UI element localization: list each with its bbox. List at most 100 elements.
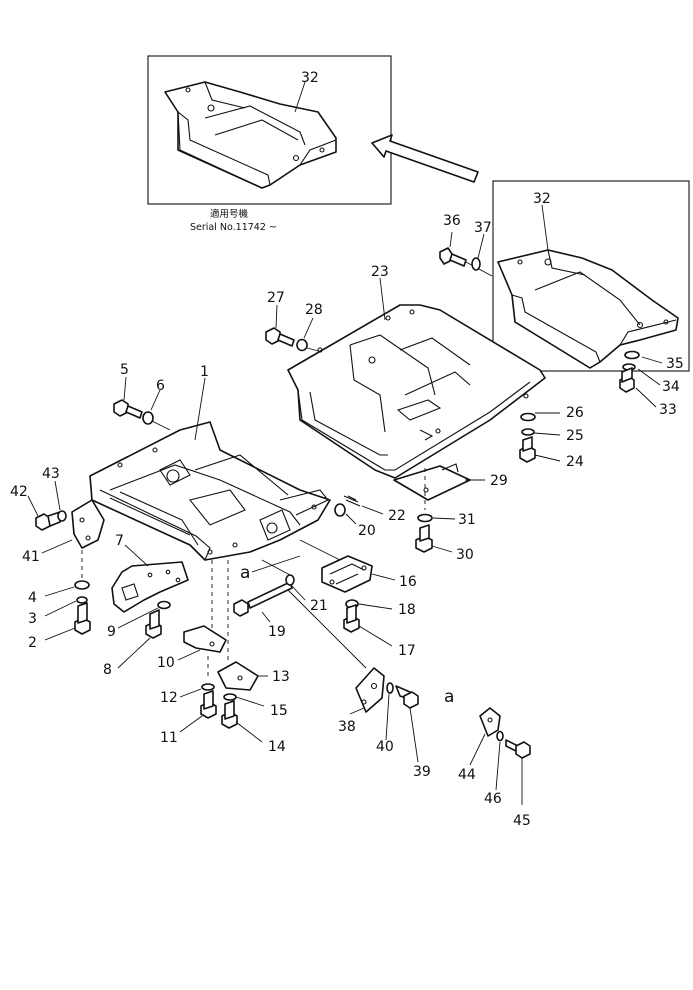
- callout-7: 7: [115, 533, 124, 549]
- callout-12: 12: [160, 690, 178, 706]
- bolt-27: [265, 327, 323, 353]
- bolt-2: [74, 602, 91, 635]
- inset-cover-part: [164, 81, 337, 189]
- washer-25: [521, 428, 535, 436]
- callout-38: 38: [338, 719, 356, 735]
- callout-21: 21: [310, 598, 328, 614]
- plate-38: [355, 667, 385, 713]
- callout-39: 39: [413, 764, 431, 780]
- callout-28: 28: [305, 302, 323, 318]
- callout-41: 41: [22, 549, 40, 565]
- cover-32-right: [497, 249, 679, 369]
- under-cover-23: [287, 304, 546, 479]
- bolt-14: [221, 700, 238, 729]
- callout-3: 3: [28, 611, 37, 627]
- bolt-45: [505, 739, 531, 759]
- leader-32-inset: [294, 81, 306, 113]
- washer-15: [223, 693, 237, 701]
- washer-43: [57, 510, 67, 522]
- bolt-5: [113, 399, 171, 431]
- callout-25: 25: [566, 428, 584, 444]
- callout-6: 6: [156, 378, 165, 394]
- callout-16: 16: [399, 574, 417, 590]
- callout-27: 27: [267, 290, 285, 306]
- callout-23: 23: [371, 264, 389, 280]
- washer-46: [496, 730, 504, 742]
- callout-44: 44: [458, 767, 476, 783]
- leader-1: [194, 377, 206, 441]
- bolt-8: [145, 609, 162, 639]
- callout-10: 10: [157, 655, 175, 671]
- callout-29: 29: [490, 473, 508, 489]
- callout-31: 31: [458, 512, 476, 528]
- callout-35: 35: [666, 356, 684, 372]
- washer-4: [74, 580, 90, 590]
- washer-12: [201, 683, 215, 691]
- washer-26: [520, 412, 536, 422]
- washer-28: [296, 338, 308, 352]
- reference-mark-a-detail: a: [444, 687, 454, 707]
- nut-21: [285, 574, 295, 586]
- callout-17: 17: [398, 643, 416, 659]
- callout-18: 18: [398, 602, 416, 618]
- bolt-33: [619, 367, 635, 393]
- applicable-model-label: 適用号機: [210, 208, 249, 220]
- callout-32-inset: 32: [301, 70, 319, 86]
- callout-40: 40: [376, 739, 394, 755]
- callout-14: 14: [268, 739, 286, 755]
- callout-4: 4: [28, 590, 37, 606]
- callout-22: 22: [388, 508, 406, 524]
- inset-detail-box: 32 適用号機 Serial No.11742 ~: [147, 55, 392, 233]
- washer-3: [76, 596, 88, 604]
- callout-5: 5: [120, 362, 129, 378]
- inset-frame: [147, 55, 392, 205]
- callout-13: 13: [272, 669, 290, 685]
- bolt-17: [343, 604, 360, 633]
- washer-6: [142, 411, 154, 425]
- washer-40: [386, 682, 394, 694]
- callout-34: 34: [662, 379, 680, 395]
- bolt-42: [35, 511, 61, 531]
- bolt-30: [415, 524, 433, 553]
- callout-37: 37: [474, 220, 492, 236]
- washer-20: [334, 503, 346, 517]
- washer-35: [624, 350, 640, 360]
- callout-30: 30: [456, 547, 474, 563]
- leader-23: [379, 277, 386, 321]
- callout-2: 2: [28, 635, 37, 651]
- callout-36: 36: [443, 213, 461, 229]
- callout-42: 42: [10, 484, 28, 500]
- callout-9: 9: [107, 624, 116, 640]
- callout-32: 32: [533, 191, 551, 207]
- callout-11: 11: [160, 730, 178, 746]
- callout-43: 43: [42, 466, 60, 482]
- callout-24: 24: [566, 454, 584, 470]
- bolt-24: [519, 436, 536, 463]
- callout-26: 26: [566, 405, 584, 421]
- callout-8: 8: [103, 662, 112, 678]
- callout-33: 33: [659, 402, 677, 418]
- serial-number-label: Serial No.11742 ~: [190, 222, 277, 233]
- callout-46: 46: [484, 791, 502, 807]
- washer-9: [157, 600, 171, 610]
- callout-1: 1: [200, 364, 209, 380]
- bolt-11: [200, 690, 217, 719]
- callout-15: 15: [270, 703, 288, 719]
- hook-7: [111, 561, 189, 613]
- block-10: [183, 625, 227, 653]
- plate-44: [479, 707, 501, 737]
- bolt-36: [439, 247, 493, 277]
- leader-32: [541, 204, 549, 251]
- pin-22: [343, 495, 361, 507]
- plate-41: [71, 499, 105, 549]
- callout-20: 20: [358, 523, 376, 539]
- reference-mark-a-main: a: [240, 563, 250, 583]
- washer-37: [471, 257, 481, 271]
- washer-31: [417, 513, 433, 523]
- callout-45: 45: [513, 813, 531, 829]
- frame-1: [89, 421, 331, 561]
- bolt-39: [395, 685, 419, 709]
- bracket-16: [321, 555, 373, 593]
- callout-19: 19: [268, 624, 286, 640]
